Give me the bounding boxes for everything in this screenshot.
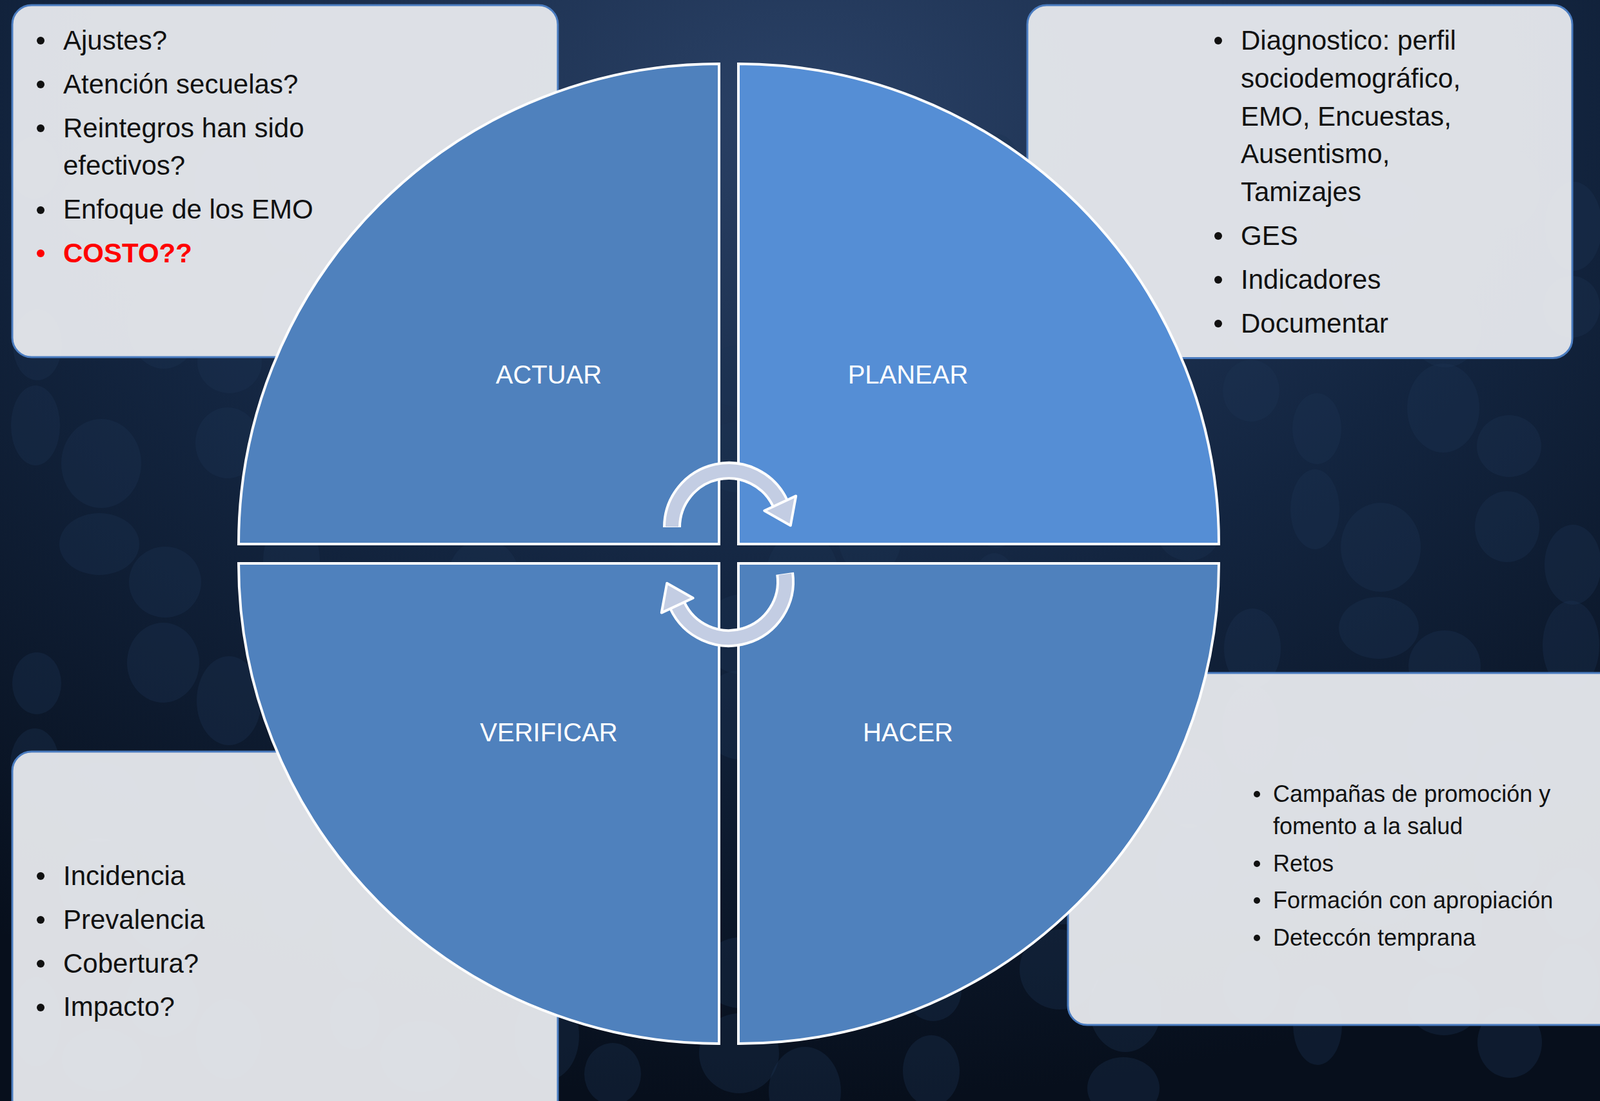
crowd-head	[1476, 415, 1542, 478]
callout-box: Campañas de promoción y fomento a la sal…	[1067, 673, 1600, 1026]
bullet-dot	[1253, 935, 1261, 942]
bullet-dot	[36, 36, 45, 45]
crowd-head	[1544, 524, 1600, 605]
crowd-head	[902, 1035, 960, 1101]
bullet-dot	[1253, 897, 1261, 905]
bullet-text: Campañas de promoción y fomento a la sal…	[1273, 778, 1577, 844]
crowd-head	[1338, 597, 1419, 660]
crowd-head	[59, 513, 140, 576]
bullet-dot	[36, 206, 45, 215]
bullet-dot	[1214, 319, 1223, 328]
cycle-quadrant: PLANEAR	[738, 63, 1219, 545]
bullet-dot	[36, 960, 45, 968]
bullet-item: Campañas de promoción y fomento a la sal…	[1253, 778, 1600, 844]
cycle-arrow-outline	[677, 573, 786, 639]
cycle-quadrant: HACER	[738, 563, 1219, 1045]
phase-label: PLANEAR	[848, 359, 969, 391]
bullet-text: Incidencia	[63, 857, 186, 896]
quadrant-shape	[738, 563, 1219, 1045]
phase-label: HACER	[862, 717, 954, 749]
crowd-head	[12, 652, 62, 715]
bullet-item: Cobertura?	[36, 945, 558, 984]
callout-box: Ajustes? Atención secuelas? Reintegros han…	[12, 5, 558, 358]
bullet-item: Retos	[1253, 848, 1600, 881]
quadrant-shape	[738, 63, 1219, 545]
cycle-arrow-body	[671, 470, 781, 527]
cycle-quadrant: VERIFICAR	[238, 563, 720, 1045]
callout-box: Diagnostico: perfil sociodemográfico, EM…	[1027, 5, 1573, 358]
bullet-text: Retos	[1273, 848, 1334, 881]
crowd-head	[768, 1047, 841, 1101]
bullet-dot	[1214, 232, 1223, 240]
bullet-dot	[36, 916, 45, 925]
bullet-dot	[1253, 860, 1261, 868]
bullet-dot	[36, 1004, 45, 1012]
bullet-item: Impacto?	[36, 988, 558, 1027]
crowd-head	[584, 1043, 642, 1101]
crowd-head	[127, 622, 200, 703]
bullet-item: Reintegros han sido efectivos?	[36, 109, 558, 186]
bullet-text: Formación con apropiación	[1273, 884, 1553, 918]
bullet-item: Deteccón temprana	[1253, 922, 1600, 955]
cycle-arrow-head	[661, 583, 694, 614]
crowd-head	[61, 419, 142, 509]
bullet-item: Documentar	[1214, 305, 1573, 344]
bullet-item: Ajustes?	[36, 21, 558, 60]
phase-label: ACTUAR	[495, 359, 602, 391]
bullet-text: Deteccón temprana	[1273, 922, 1476, 955]
bullet-item: Atención secuelas?	[36, 65, 558, 104]
cycle-arrow-body	[677, 574, 786, 639]
bullet-text: Indicadores	[1240, 261, 1381, 300]
crowd-head	[1087, 1057, 1160, 1101]
crowd-head	[10, 385, 60, 466]
crowd-head	[1474, 491, 1540, 563]
bullet-dot	[36, 249, 45, 258]
bullet-item: Formación con apropiación	[1253, 884, 1600, 918]
bullet-text: Diagnostico: perfil sociodemográfico, EM…	[1240, 21, 1499, 212]
bullet-item: Prevalencia	[36, 901, 558, 940]
bullet-dot	[36, 124, 45, 133]
bullet-item: Enfoque de los EMO	[36, 190, 558, 229]
crowd-head	[1290, 469, 1340, 550]
crowd-head	[1292, 393, 1342, 465]
bullet-dot	[1214, 36, 1223, 45]
crowd-head	[1222, 359, 1280, 422]
cycle-quadrant: ACTUAR	[238, 63, 720, 545]
quadrant-shape	[238, 563, 720, 1045]
bullet-text: Impacto?	[63, 988, 175, 1027]
cycle-arrow	[671, 470, 796, 528]
cycle-arrow-outline	[671, 470, 781, 528]
bullet-item: Incidencia	[36, 857, 558, 896]
crowd-head	[128, 546, 202, 618]
crowd-head	[1340, 503, 1421, 593]
bullet-item: COSTO??	[36, 234, 558, 273]
bullet-item: Diagnostico: perfil sociodemográfico, EM…	[1214, 21, 1573, 212]
bullet-text: Reintegros han sido efectivos?	[63, 109, 354, 186]
callout-box: IncidenciaPrevalenciaCobertura? Impacto?	[12, 751, 558, 1101]
crowd-head	[1407, 363, 1480, 453]
bullet-dot	[1214, 276, 1223, 284]
bullet-dot	[1253, 791, 1261, 798]
cycle-arrow	[661, 573, 786, 639]
bullet-text: Prevalencia	[63, 901, 205, 940]
bullet-text: Ajustes?	[63, 21, 168, 60]
bullet-text: Documentar	[1240, 305, 1389, 344]
bullet-text: Cobertura?	[63, 945, 199, 984]
bullet-item: Indicadores	[1214, 261, 1573, 300]
quadrant-shape	[238, 63, 720, 545]
bullet-text: COSTO??	[63, 234, 193, 273]
bullet-text: GES	[1240, 217, 1299, 256]
bullet-item: GES	[1214, 217, 1573, 256]
bullet-text: Enfoque de los EMO	[63, 190, 314, 229]
phase-label: VERIFICAR	[479, 717, 618, 749]
cycle-arrow-head	[764, 495, 796, 526]
bullet-text: Atención secuelas?	[63, 65, 298, 104]
bullet-dot	[36, 80, 45, 89]
bullet-dot	[36, 872, 45, 881]
